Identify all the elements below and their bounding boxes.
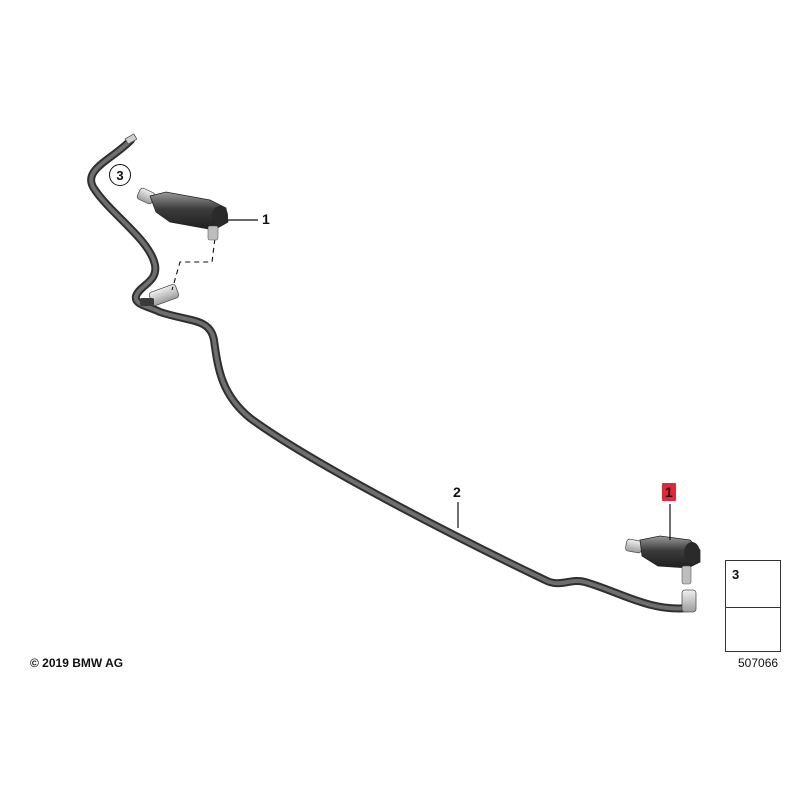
hose-line <box>87 136 692 613</box>
callout-part3-circled[interactable]: 3 <box>109 164 131 186</box>
legend-box: 3 <box>725 560 781 652</box>
callout-part1-right[interactable]: 1 <box>662 483 676 501</box>
washer-nozzle-lower <box>625 535 701 585</box>
hose-connector-upper <box>140 284 180 306</box>
copyright-text: © 2019 BMW AG <box>30 656 124 670</box>
washer-nozzle-upper <box>136 187 229 241</box>
callout-part1-highlight: 1 <box>662 483 676 501</box>
legend-divider <box>726 607 780 608</box>
hose-connector-lower <box>681 589 697 613</box>
callout-part2[interactable]: 2 <box>453 484 461 500</box>
diagram-number: 507066 <box>738 656 779 670</box>
hose-end-top <box>124 133 138 145</box>
callout-part1-top[interactable]: 1 <box>262 211 270 227</box>
assembly-guide-upper <box>171 229 217 291</box>
leader-lines <box>228 219 671 540</box>
legend-part-number: 3 <box>732 567 740 582</box>
